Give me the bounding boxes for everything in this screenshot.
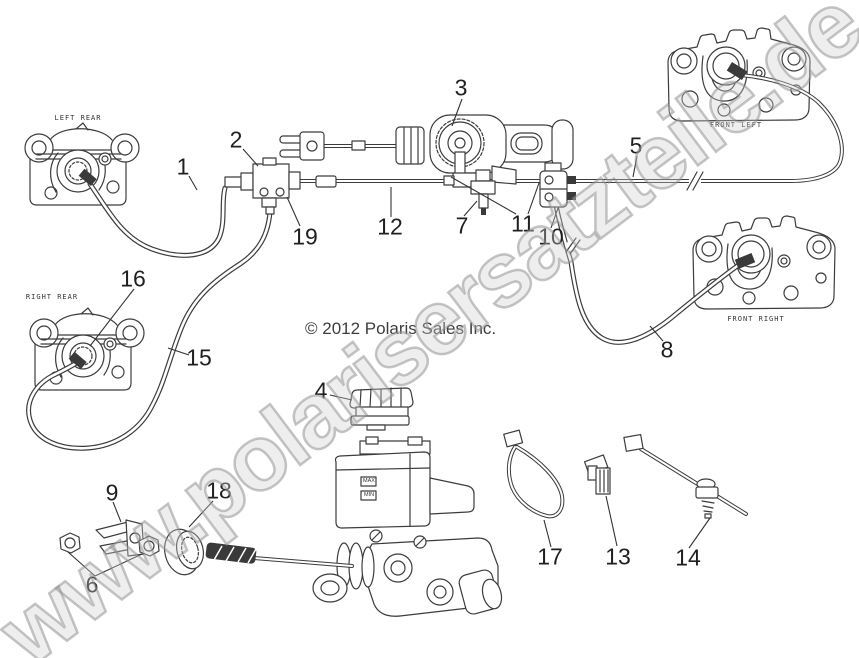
callout-9: 9 [105,479,119,506]
clip [583,454,611,495]
brake-line-8 [553,202,756,345]
copyright-text: © 2012 Polaris Sales Inc. [305,319,497,338]
clevis [95,519,145,557]
callout-5: 5 [629,132,643,159]
brake-line-5 [565,61,844,191]
callout-8: 8 [660,336,674,363]
brake-line-1 [78,168,228,258]
reservoir-max-label: MAX [363,478,375,484]
reservoir-min-label: MIN [363,492,375,498]
callout-3: 3 [454,74,468,101]
banjo-fitting-stack [539,162,576,208]
callout-14: 14 [675,544,701,571]
callout-7: 7 [455,212,469,239]
callout-15: 15 [186,344,212,371]
nuts [59,532,160,557]
brake-rod-clevis [279,131,400,161]
rear-master-cylinder [312,436,503,617]
callout-10: 10 [538,223,564,250]
callout-11: 11 [511,210,535,237]
caption-front-right: FRONT RIGHT [727,315,785,323]
callout-1: 1 [176,153,190,180]
caption-right-rear: RIGHT REAR [25,293,79,301]
pushrod-spring [205,542,354,568]
callout-18: 18 [206,477,232,504]
caption-left-rear: LEFT REAR [54,114,102,122]
front-right-caliper [692,215,836,310]
callout-6: 6 [85,571,99,598]
cable-tie-loop [503,429,565,519]
boot-ring [163,528,205,576]
cable-tie-screw [623,433,748,519]
pressure-switch [470,169,496,215]
front-master-cylinder [395,114,574,188]
callout-16: 16 [120,265,146,292]
reservoir-cap [349,387,414,431]
callout-17: 17 [537,543,563,570]
left-rear-caliper [24,122,140,206]
callout-13: 13 [605,543,631,570]
brake-line-15 [26,209,273,451]
callout-12: 12 [377,213,403,240]
rear-junction-block [224,157,301,215]
callout-2: 2 [229,126,243,153]
callout-4: 4 [314,377,328,404]
leader-lines [67,98,711,577]
caption-front-left: FRONT LEFT [709,121,763,129]
callout-19: 19 [292,223,318,250]
